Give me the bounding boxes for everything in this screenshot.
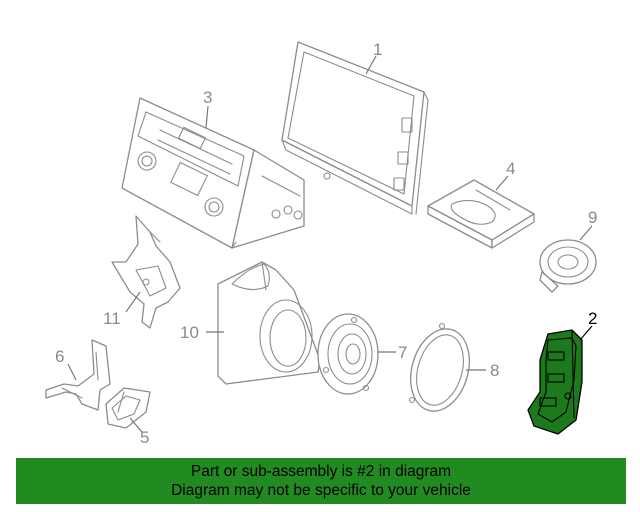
callout-11: 11 <box>103 309 121 328</box>
part-1-display-screen[interactable] <box>281 41 429 215</box>
parts-diagram: 1 3 4 9 <box>45 40 597 447</box>
part-9-tweeter-speaker[interactable] <box>539 239 597 293</box>
callout-1: 1 <box>373 40 382 59</box>
part-8-speaker-gasket[interactable] <box>402 322 479 418</box>
info-banner: Part or sub-assembly is #2 in diagram Di… <box>16 458 626 504</box>
part-6-bracket[interactable] <box>45 339 111 411</box>
part-5-mount[interactable] <box>105 387 151 429</box>
callout-4: 4 <box>506 159 515 178</box>
part-2-highlighted-module[interactable] <box>527 329 583 435</box>
banner-line-1: Part or sub-assembly is #2 in diagram <box>190 463 452 480</box>
callout-7: 7 <box>398 343 407 362</box>
callout-8: 8 <box>490 361 499 380</box>
callout-10: 10 <box>180 323 199 342</box>
part-4-module[interactable] <box>427 179 535 249</box>
banner-line-2: Diagram may not be specific to your vehi… <box>171 482 471 499</box>
part-7-speaker[interactable] <box>317 313 379 395</box>
callout-6: 6 <box>55 347 64 366</box>
part-10-speaker-enclosure[interactable] <box>217 261 321 385</box>
part-3-radio-head-unit[interactable] <box>121 97 305 249</box>
callout-9: 9 <box>588 208 597 227</box>
callout-3: 3 <box>203 88 212 107</box>
callout-5: 5 <box>140 428 149 447</box>
callout-2: 2 <box>588 309 597 328</box>
part-11-bracket[interactable] <box>111 215 181 329</box>
